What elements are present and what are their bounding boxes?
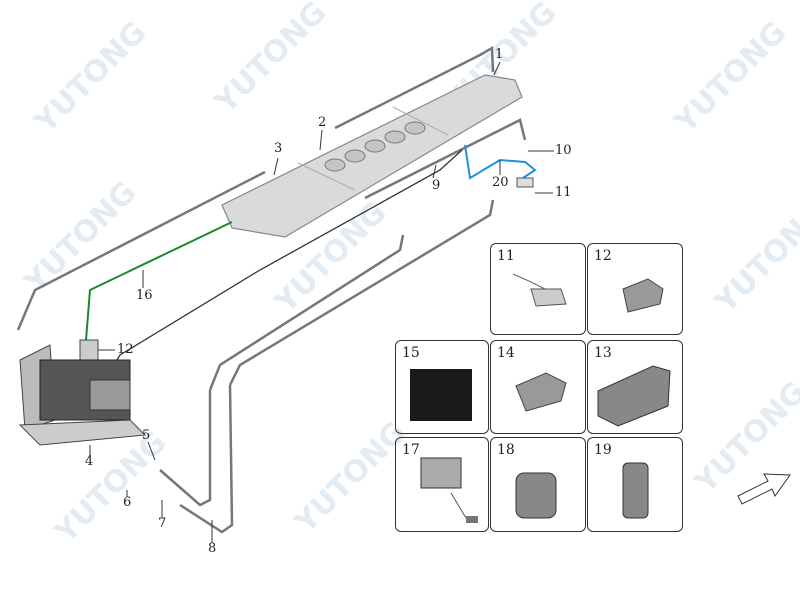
detail-box-18: 18 <box>490 437 586 532</box>
detail-box-12: 12 <box>587 243 683 335</box>
callout-11: 11 <box>555 185 572 200</box>
detail-number: 13 <box>594 345 612 361</box>
callout-4: 4 <box>85 454 94 469</box>
callout-5: 5 <box>142 428 151 443</box>
callout-6: 6 <box>123 495 132 510</box>
callout-20: 20 <box>492 175 509 190</box>
blue-harness-20 <box>464 144 537 181</box>
part-12-mini <box>79 339 99 361</box>
detail-number: 14 <box>497 345 515 361</box>
callout-9: 9 <box>432 178 441 193</box>
roof-ac-unit <box>221 74 523 238</box>
green-hose-16 <box>85 221 233 341</box>
callout-10: 10 <box>555 143 572 158</box>
callout-1: 1 <box>495 47 504 62</box>
detail-box-14: 14 <box>490 340 586 434</box>
detail-number: 17 <box>402 442 420 458</box>
detail-box-13: 13 <box>587 340 683 434</box>
callout-16: 16 <box>136 288 153 303</box>
callout-12: 12 <box>117 342 134 357</box>
callout-3: 3 <box>274 141 283 156</box>
pipes <box>16 45 527 534</box>
leader-lines <box>89 61 554 543</box>
detail-box-15: 15 <box>395 340 489 434</box>
detail-box-17: 17 <box>395 437 489 532</box>
detail-box-19: 19 <box>587 437 683 532</box>
callout-2: 2 <box>318 115 327 130</box>
detail-number: 12 <box>594 248 612 264</box>
callout-8: 8 <box>208 541 217 556</box>
direction-arrow-icon <box>737 473 791 505</box>
compressor-assembly-4 <box>18 344 147 446</box>
callout-7: 7 <box>158 516 167 531</box>
detail-box-11: 11 <box>490 243 586 335</box>
detail-number: 11 <box>497 248 515 264</box>
part-11-mini <box>516 177 534 188</box>
detail-number: 19 <box>594 442 612 458</box>
detail-number: 15 <box>402 345 420 361</box>
detail-number: 18 <box>497 442 515 458</box>
